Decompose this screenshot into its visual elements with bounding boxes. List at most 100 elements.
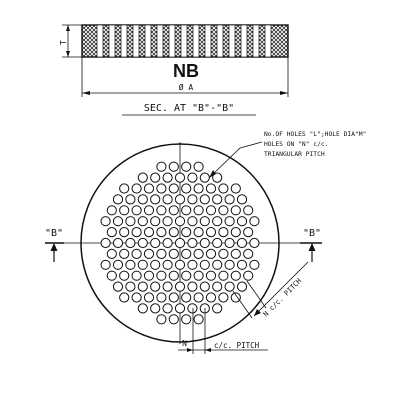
hole	[187, 303, 198, 314]
section-slot	[132, 24, 140, 58]
hole	[119, 292, 130, 303]
hole	[168, 314, 179, 325]
hole	[187, 194, 198, 205]
hole	[187, 216, 198, 227]
bottom-pitch-n: N	[182, 339, 187, 348]
hole	[224, 194, 235, 205]
hole	[193, 292, 204, 303]
hole	[193, 314, 204, 325]
hole	[218, 205, 229, 216]
hole	[137, 237, 148, 249]
hole	[125, 281, 136, 292]
hole	[218, 270, 229, 281]
hole	[137, 303, 148, 314]
hole	[137, 194, 148, 205]
section-mark-right-label: "B"	[303, 228, 321, 239]
hole	[218, 292, 229, 303]
hole	[205, 270, 217, 281]
hole	[224, 259, 235, 270]
bottom-pitch-dimension: N c/c. PITCH	[178, 308, 268, 354]
hole	[156, 161, 167, 172]
hole	[168, 227, 179, 238]
hole	[187, 237, 198, 249]
hole	[100, 216, 111, 227]
hole	[106, 270, 117, 281]
hole	[119, 205, 130, 216]
hole	[212, 237, 223, 249]
hole	[150, 194, 161, 205]
hole	[174, 259, 186, 270]
hole	[143, 227, 155, 238]
hole	[249, 259, 260, 270]
hole-note-line-1: No.OF HOLES "L";HOLE DIA"M"	[264, 131, 366, 138]
hole	[150, 216, 161, 227]
hole	[205, 248, 217, 259]
hole	[168, 205, 179, 216]
hole-note-line-3: TRIANGULAR PITCH	[264, 151, 325, 158]
section-slot	[144, 24, 152, 58]
bottom-pitch-label: c/c. PITCH	[214, 341, 260, 350]
hole	[168, 292, 179, 303]
hole	[236, 216, 248, 227]
hole	[112, 259, 124, 270]
plan-view: "B" "B" No.OF HOLES "L";HOLE DIA"M" HOLE…	[45, 131, 366, 354]
section-slot	[180, 24, 188, 58]
hole	[187, 172, 198, 183]
section-slot	[216, 24, 224, 58]
hole	[168, 248, 179, 259]
hole	[168, 270, 179, 281]
section-slot	[120, 24, 128, 58]
hole	[236, 259, 248, 270]
hole	[150, 259, 161, 270]
hole	[156, 314, 167, 325]
hole	[199, 194, 210, 205]
hole	[100, 259, 111, 270]
hole	[193, 270, 204, 281]
diameter-label: Ø A	[179, 82, 194, 92]
hole	[199, 281, 210, 292]
section-slot	[168, 24, 176, 58]
hole	[143, 270, 155, 281]
hole	[162, 194, 173, 205]
hole	[162, 172, 173, 183]
hole	[181, 314, 192, 325]
hole	[137, 259, 148, 270]
hole	[150, 281, 161, 292]
hole	[174, 303, 186, 314]
hole	[125, 216, 136, 227]
hole	[218, 183, 229, 194]
hole	[243, 227, 254, 238]
hole	[230, 227, 241, 238]
hole	[162, 216, 173, 227]
hole	[212, 259, 223, 270]
hole	[131, 227, 142, 238]
hole-note-callout: No.OF HOLES "L";HOLE DIA"M" HOLES ON "N"…	[208, 131, 366, 179]
hole	[181, 227, 192, 238]
hole	[212, 216, 223, 227]
hole	[181, 161, 192, 172]
hole	[131, 292, 142, 303]
hole	[119, 183, 130, 194]
hole	[193, 227, 204, 238]
section-slot	[264, 24, 272, 58]
hole	[162, 259, 173, 270]
section-slot	[228, 24, 236, 58]
hole	[249, 237, 260, 249]
section-slot	[192, 24, 200, 58]
hole	[112, 194, 124, 205]
hole	[106, 205, 117, 216]
hole	[236, 281, 248, 292]
hole	[230, 183, 241, 194]
hole	[187, 281, 198, 292]
section-view: T NB Ø A SEC. AT "B"-"B"	[59, 24, 289, 116]
hole	[143, 248, 155, 259]
hole	[199, 216, 210, 227]
hole	[236, 194, 248, 205]
hole	[181, 248, 192, 259]
hole	[205, 292, 217, 303]
hole	[174, 281, 186, 292]
diagonal-pitch-label: N c/c. PITCH	[262, 277, 303, 318]
nb-label: NB	[173, 61, 199, 81]
hole	[181, 205, 192, 216]
